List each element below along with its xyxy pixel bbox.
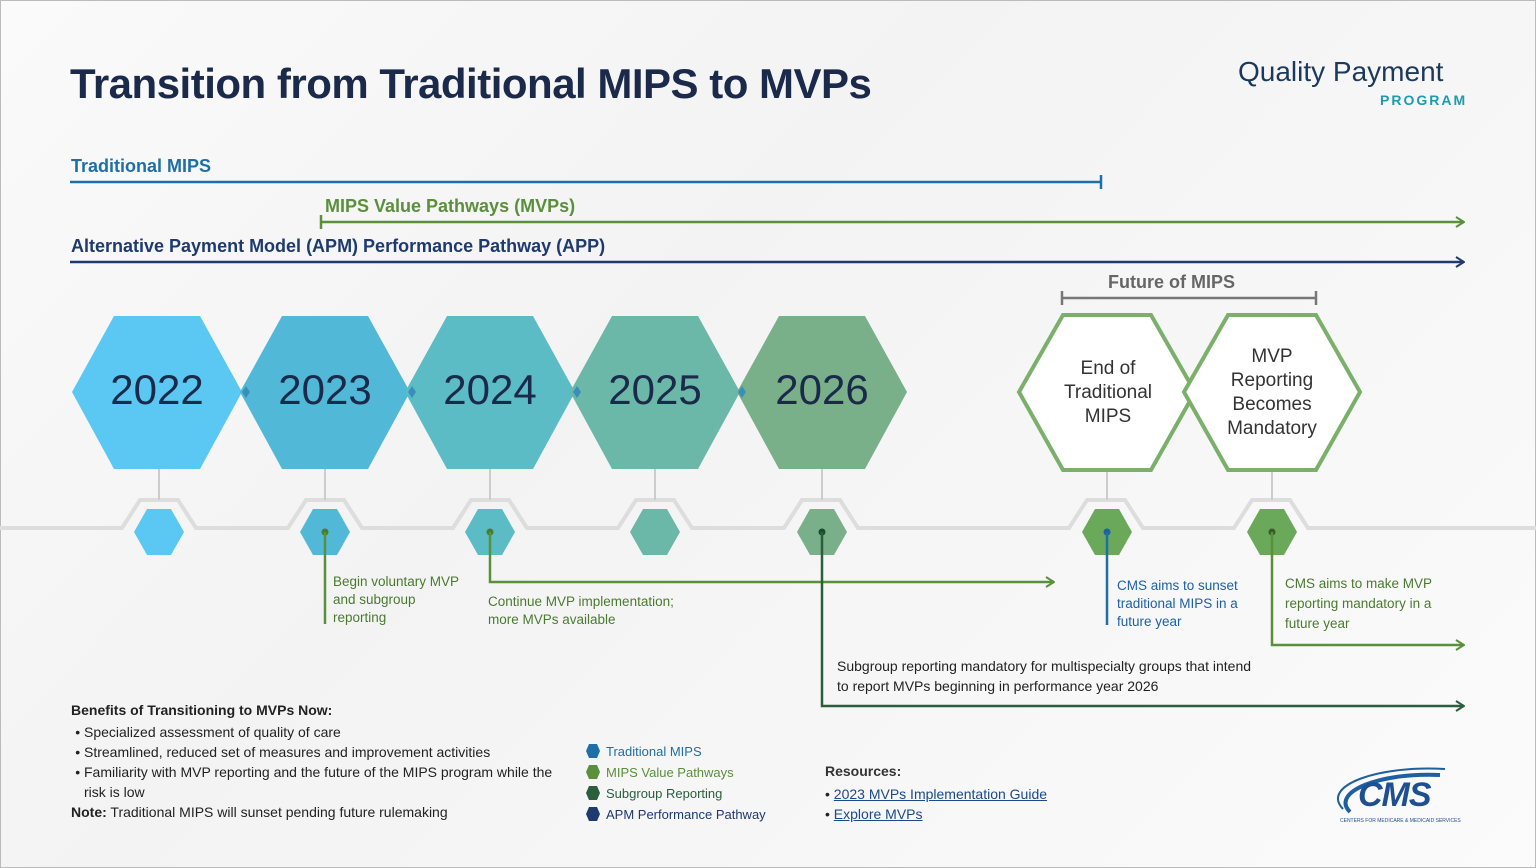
end-traditional-mips-text: End of Traditional MIPS	[1063, 358, 1152, 427]
year-2023: 2023	[278, 366, 372, 413]
traditional-mips-label: Traditional MIPS	[71, 156, 212, 176]
legend: Traditional MIPS MIPS Value Pathways Sub…	[606, 741, 766, 825]
benefits-heading: Benefits of Transitioning to MVPs Now:	[71, 702, 333, 718]
qpp-logo-line2: PROGRAM	[1380, 92, 1468, 108]
callout-2026	[818, 528, 1465, 707]
cms-logo-swoosh	[1337, 767, 1446, 814]
year-2025: 2025	[608, 366, 702, 413]
note-mandatory: CMS aims to make MVP reporting mandatory…	[1285, 576, 1432, 631]
app-label: Alternative Payment Model (APM) Performa…	[71, 236, 606, 256]
hex-2022	[72, 316, 242, 469]
note-2023: Begin voluntary MVP and subgroup reporti…	[333, 574, 459, 625]
mvp-label: MIPS Value Pathways (MVPs)	[325, 196, 576, 216]
callout-2024	[486, 528, 1055, 583]
legend-traditional-mips: Traditional MIPS	[606, 744, 702, 759]
callout-2023	[321, 528, 329, 624]
note-sunset: CMS aims to sunset traditional MIPS in a…	[1117, 578, 1238, 629]
note-text: Traditional MIPS will sunset pending fut…	[106, 804, 448, 820]
page-title: Transition from Traditional MIPS to MVPs	[70, 60, 872, 107]
timeline-track	[0, 498, 1536, 530]
cms-logo-subtext: CENTERS FOR MEDICARE & MEDICAID SERVICES	[1340, 818, 1461, 824]
note-2026: Subgroup reporting mandatory for multisp…	[837, 658, 1252, 694]
benefit-item: Familiarity with MVP reporting and the f…	[84, 762, 571, 802]
mvp-mandatory-text: MVP Reporting Becomes Mandatory	[1227, 346, 1317, 439]
cms-logo-text: CMS	[1358, 776, 1432, 814]
note-label: Note:	[71, 804, 107, 820]
year-2024: 2024	[443, 366, 537, 413]
benefits-list: Specialized assessment of quality of car…	[71, 722, 571, 802]
future-of-mips-label: Future of MIPS	[1108, 272, 1235, 292]
explore-mvps-link[interactable]: Explore MVPs	[833, 806, 923, 822]
future-bracket	[1060, 291, 1318, 305]
resources-list: • 2023 MVPs Implementation Guide • Explo…	[825, 786, 1048, 822]
legend-mvp: MIPS Value Pathways	[606, 765, 734, 780]
callout-sunset	[1103, 528, 1111, 625]
benefit-item: Specialized assessment of quality of car…	[84, 722, 571, 742]
legend-subgroup: Subgroup Reporting	[606, 786, 723, 801]
note-2024: Continue MVP implementation; more MVPs a…	[488, 594, 674, 627]
year-2022: 2022	[110, 366, 204, 413]
year-2026: 2026	[775, 366, 869, 413]
hex-2024	[405, 316, 575, 469]
qpp-logo-line1: Quality Payment	[1238, 56, 1444, 87]
legend-swatches	[586, 744, 600, 821]
hex-2026	[737, 316, 907, 469]
traditional-mips-track	[70, 175, 1103, 189]
benefits-note: Note: Traditional MIPS will sunset pendi…	[71, 802, 571, 822]
implementation-guide-link[interactable]: 2023 MVPs Implementation Guide	[833, 786, 1048, 802]
resources-heading: Resources:	[825, 763, 902, 779]
mvp-track	[319, 215, 1464, 229]
hex-2023	[240, 316, 410, 469]
hex-2025	[570, 316, 740, 469]
hex-mvp-mandatory	[1181, 313, 1363, 472]
legend-app: APM Performance Pathway	[606, 807, 766, 822]
benefit-item: Streamlined, reduced set of measures and…	[84, 742, 571, 762]
benefits-block: Benefits of Transitioning to MVPs Now: S…	[71, 700, 571, 822]
callout-mandatory	[1268, 528, 1465, 646]
